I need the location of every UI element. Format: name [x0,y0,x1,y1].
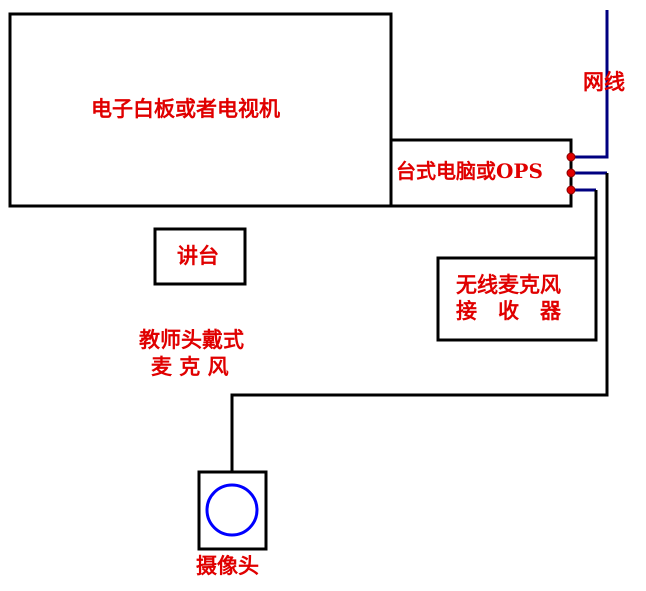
port-dot [566,185,576,195]
podium-box [153,227,247,286]
tv-label: 电子白板或者电视机 [91,96,280,121]
mic-label-2: 麦 克 风 [151,354,229,379]
port-dot [566,152,576,162]
receiver-box [436,256,598,342]
receiver-label-2: 接 收 器 [456,298,561,323]
tv-box [8,12,393,208]
podium-label: 讲台 [177,243,219,268]
receiver-label-1: 无线麦克风 [456,272,561,297]
network-label: 网线 [583,69,625,94]
camera-lens-icon [205,483,259,537]
camera-cable-b [230,173,609,472]
mic-label-1: 教师头戴式 [139,327,244,352]
network-cable [571,10,609,159]
camera-label: 摄像头 [196,553,259,578]
pc-label: 台式电脑或OPS [396,159,543,183]
port-dot [566,168,576,178]
